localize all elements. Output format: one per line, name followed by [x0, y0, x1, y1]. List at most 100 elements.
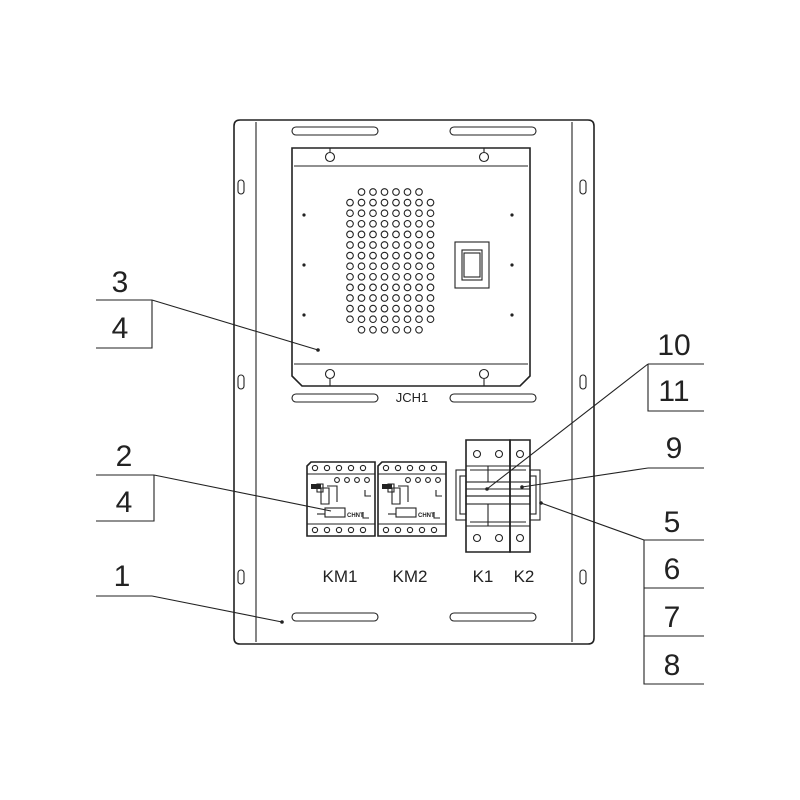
- grille-hole: [415, 230, 423, 239]
- callout-3-4: 3 4: [96, 266, 319, 351]
- grille-hole: [369, 325, 377, 334]
- controller-screws: [324, 148, 490, 386]
- grille-hole: [392, 209, 400, 218]
- grille-hole: [380, 304, 389, 313]
- grille-hole: [415, 198, 423, 207]
- callout-label-10: 10: [657, 329, 690, 362]
- callout-1: 1: [96, 560, 284, 624]
- callout-label-1: 1: [114, 560, 131, 593]
- grille-hole: [369, 272, 377, 281]
- grille-hole: [392, 188, 400, 196]
- grille-hole: [403, 209, 412, 218]
- grille-hole: [346, 283, 354, 292]
- grille-hole: [346, 198, 354, 207]
- grille-hole: [392, 198, 400, 207]
- grille-hole: [346, 294, 354, 302]
- grille-hole: [369, 219, 377, 228]
- rocker-switch: [454, 241, 490, 289]
- grille-hole: [357, 262, 366, 271]
- grille-hole: [415, 209, 423, 218]
- grille-hole: [357, 294, 366, 302]
- grille-hole: [392, 241, 400, 249]
- grille-hole: [415, 219, 423, 228]
- grille-hole: [392, 315, 400, 324]
- grille-hole: [426, 304, 435, 313]
- km1-contactor: CHNT: [306, 461, 376, 537]
- grille-hole: [346, 262, 354, 271]
- grille-hole: [369, 251, 377, 260]
- grille-hole: [415, 294, 423, 302]
- km1-label: KM1: [323, 567, 358, 586]
- grille-hole: [403, 315, 412, 324]
- grille-hole: [380, 209, 389, 218]
- grille-hole: [369, 230, 377, 239]
- grille-hole: [369, 188, 377, 196]
- grille-hole: [392, 304, 400, 313]
- grille-hole: [392, 294, 400, 302]
- ventilation-grille: [346, 188, 435, 334]
- k1-label: K1: [473, 567, 494, 586]
- grille-hole: [392, 251, 400, 260]
- km2-brand-label: CHNT: [418, 513, 435, 519]
- grille-hole: [403, 294, 412, 302]
- grille-hole: [346, 209, 354, 218]
- grille-hole: [380, 198, 389, 207]
- grille-hole: [369, 283, 377, 292]
- grille-hole: [346, 272, 354, 281]
- grille-hole: [403, 241, 412, 249]
- callout-label-4a: 4: [112, 312, 129, 345]
- callout-5-8: 5 6 7 8: [539, 501, 704, 685]
- grille-hole: [426, 262, 435, 271]
- grille-hole: [380, 262, 389, 271]
- grille-hole: [392, 283, 400, 292]
- grille-hole: [415, 251, 423, 260]
- grille-hole: [357, 198, 366, 207]
- k1-k2-breakers: [455, 439, 541, 553]
- k2-label: K2: [514, 567, 535, 586]
- grille-hole: [357, 241, 366, 249]
- grille-hole: [426, 294, 435, 302]
- grille-hole: [346, 304, 354, 313]
- grille-hole: [403, 325, 412, 334]
- grille-hole: [357, 283, 366, 292]
- grille-hole: [369, 294, 377, 302]
- grille-hole: [380, 294, 389, 302]
- grille-hole: [357, 315, 366, 324]
- grille-hole: [403, 262, 412, 271]
- jch1-label: JCH1: [396, 390, 429, 405]
- side-mounting-holes: [237, 179, 587, 585]
- grille-hole: [357, 209, 366, 218]
- grille-hole: [380, 325, 389, 334]
- grille-hole: [380, 272, 389, 281]
- grille-hole: [357, 219, 366, 228]
- grille-hole: [415, 304, 423, 313]
- jch1-controller: [291, 147, 531, 387]
- grille-hole: [369, 315, 377, 324]
- grille-hole: [380, 230, 389, 239]
- grille-hole: [403, 251, 412, 260]
- callout-label-3: 3: [112, 266, 129, 299]
- grille-hole: [357, 188, 366, 196]
- grille-hole: [369, 209, 377, 218]
- grille-hole: [392, 325, 400, 334]
- grille-hole: [357, 251, 366, 260]
- grille-hole: [357, 230, 366, 239]
- callout-label-11: 11: [658, 375, 689, 408]
- grille-hole: [369, 198, 377, 207]
- grille-hole: [403, 272, 412, 281]
- grille-hole: [392, 219, 400, 228]
- grille-hole: [392, 262, 400, 271]
- grille-hole: [403, 304, 412, 313]
- grille-hole: [380, 283, 389, 292]
- grille-hole: [415, 315, 423, 324]
- grille-hole: [392, 272, 400, 281]
- callout-9: 9: [520, 432, 704, 489]
- grille-hole: [426, 198, 435, 207]
- grille-hole: [415, 188, 423, 196]
- grille-hole: [415, 262, 423, 271]
- grille-hole: [380, 251, 389, 260]
- controller-dots: [302, 213, 514, 317]
- grille-hole: [415, 325, 423, 334]
